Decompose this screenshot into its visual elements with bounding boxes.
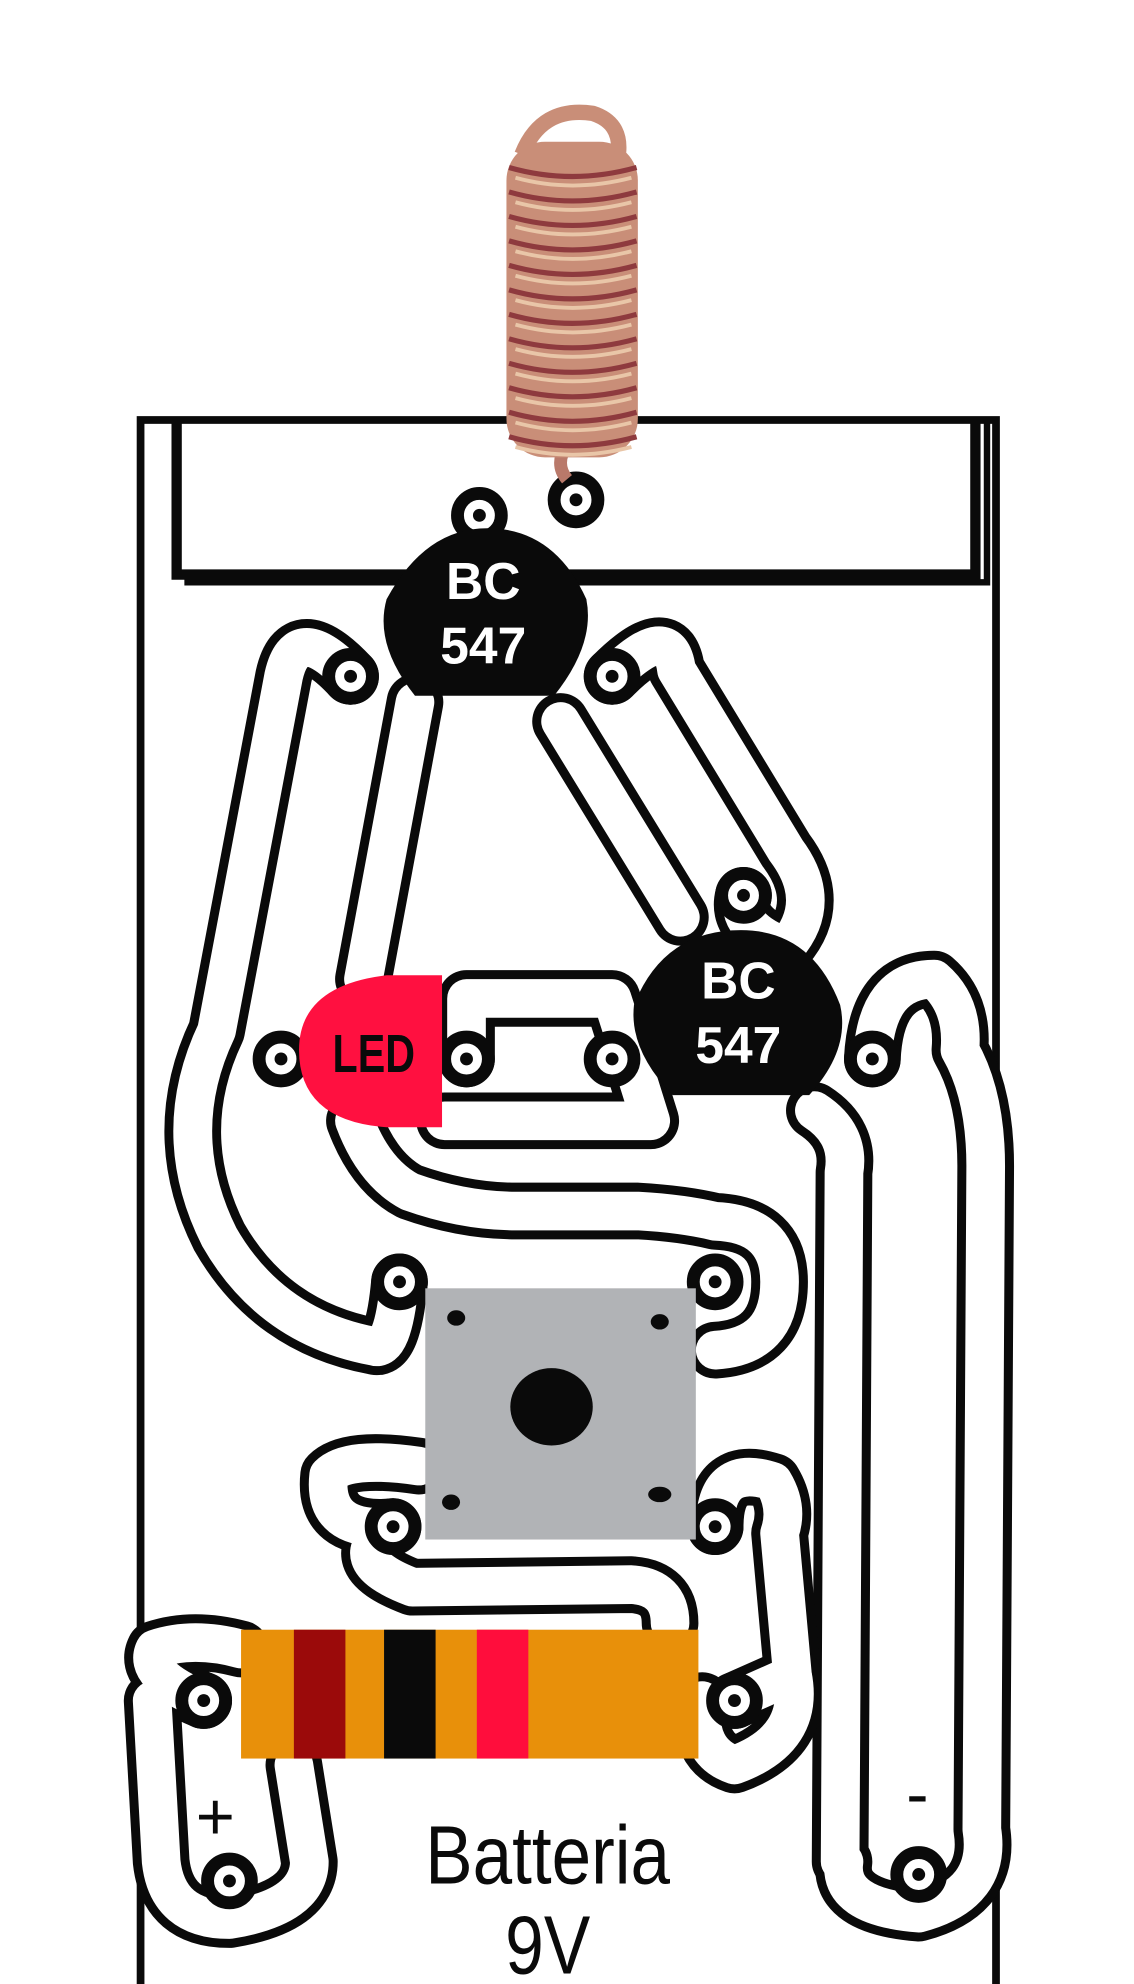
pad-hole [274, 1052, 288, 1066]
coil-highlight [514, 200, 632, 212]
pad-hole [223, 1874, 236, 1888]
resistor [241, 1629, 699, 1759]
pad-hole [197, 1694, 211, 1708]
coil-highlight [514, 445, 632, 457]
pad-hole [728, 1694, 741, 1708]
coil-highlight [514, 249, 632, 261]
q2-label-line1: BC [701, 951, 775, 1009]
coil-turn [508, 385, 638, 400]
trace-path [335, 1101, 799, 1370]
pad-hole [865, 1052, 879, 1066]
trace-path [344, 682, 435, 999]
coil-highlight [514, 273, 632, 286]
pad-hole [708, 1520, 722, 1534]
coil-turn [508, 213, 638, 229]
battery-voltage: 9V [505, 1900, 590, 1984]
coil-highlight [514, 396, 632, 408]
pad-hole [460, 1052, 473, 1066]
trace-path [592, 626, 825, 967]
coil-turn [508, 360, 638, 375]
pad-hole [737, 888, 750, 902]
led-label: LED [333, 1024, 415, 1084]
coil-turn [508, 164, 638, 180]
copper-traces [123, 617, 1015, 1948]
coil-turn [508, 262, 638, 277]
pad-hole [472, 508, 486, 522]
q1-label-line1: BC [446, 552, 520, 610]
pads [175, 471, 948, 1910]
transistor-q2: BC 547 [633, 930, 843, 1096]
q1-label-line2: 547 [440, 616, 526, 674]
coil-turn [508, 189, 638, 204]
pad-hole [344, 669, 358, 683]
led: LED [299, 975, 443, 1128]
pad-hole [912, 1868, 926, 1881]
battery-plus-label: + [196, 1780, 235, 1855]
battery-minus-label: - [906, 1757, 928, 1832]
ic-chip [425, 1288, 696, 1540]
coil-turn [508, 311, 638, 326]
coil-highlight [514, 347, 632, 359]
coil-turn [508, 409, 638, 424]
resistor-band-1 [293, 1629, 346, 1759]
coil-turn [508, 434, 638, 449]
antenna-coil [506, 104, 638, 484]
trace-path [132, 1623, 329, 1939]
coil-highlight [514, 322, 632, 335]
resistor-band-2 [384, 1629, 436, 1759]
coil-highlight [514, 175, 632, 188]
q2-label-line2: 547 [695, 1016, 781, 1074]
trace-path [425, 979, 671, 1141]
pad-hole [605, 669, 619, 683]
pad-hole [393, 1275, 406, 1289]
transistor-q1: BC 547 [383, 528, 588, 696]
pad-hole [708, 1275, 722, 1289]
pad-hole [386, 1520, 400, 1534]
coil-turn [508, 287, 638, 302]
trace-path [795, 1091, 865, 1881]
coil-highlight [514, 371, 632, 384]
coil-highlight [514, 224, 632, 237]
coil-highlight [514, 420, 632, 433]
pad-hole [569, 493, 583, 507]
coil-turn [508, 238, 638, 253]
trace-path [173, 628, 419, 1366]
coil-turn [508, 336, 638, 351]
trace-path [824, 959, 1006, 1933]
battery-label: Batteria [425, 1810, 670, 1902]
pad-hole [605, 1052, 619, 1066]
resistor-band-3 [476, 1629, 529, 1759]
coil-highlight [514, 298, 632, 310]
chip-center-hole [510, 1368, 593, 1446]
trace-path [541, 702, 700, 937]
